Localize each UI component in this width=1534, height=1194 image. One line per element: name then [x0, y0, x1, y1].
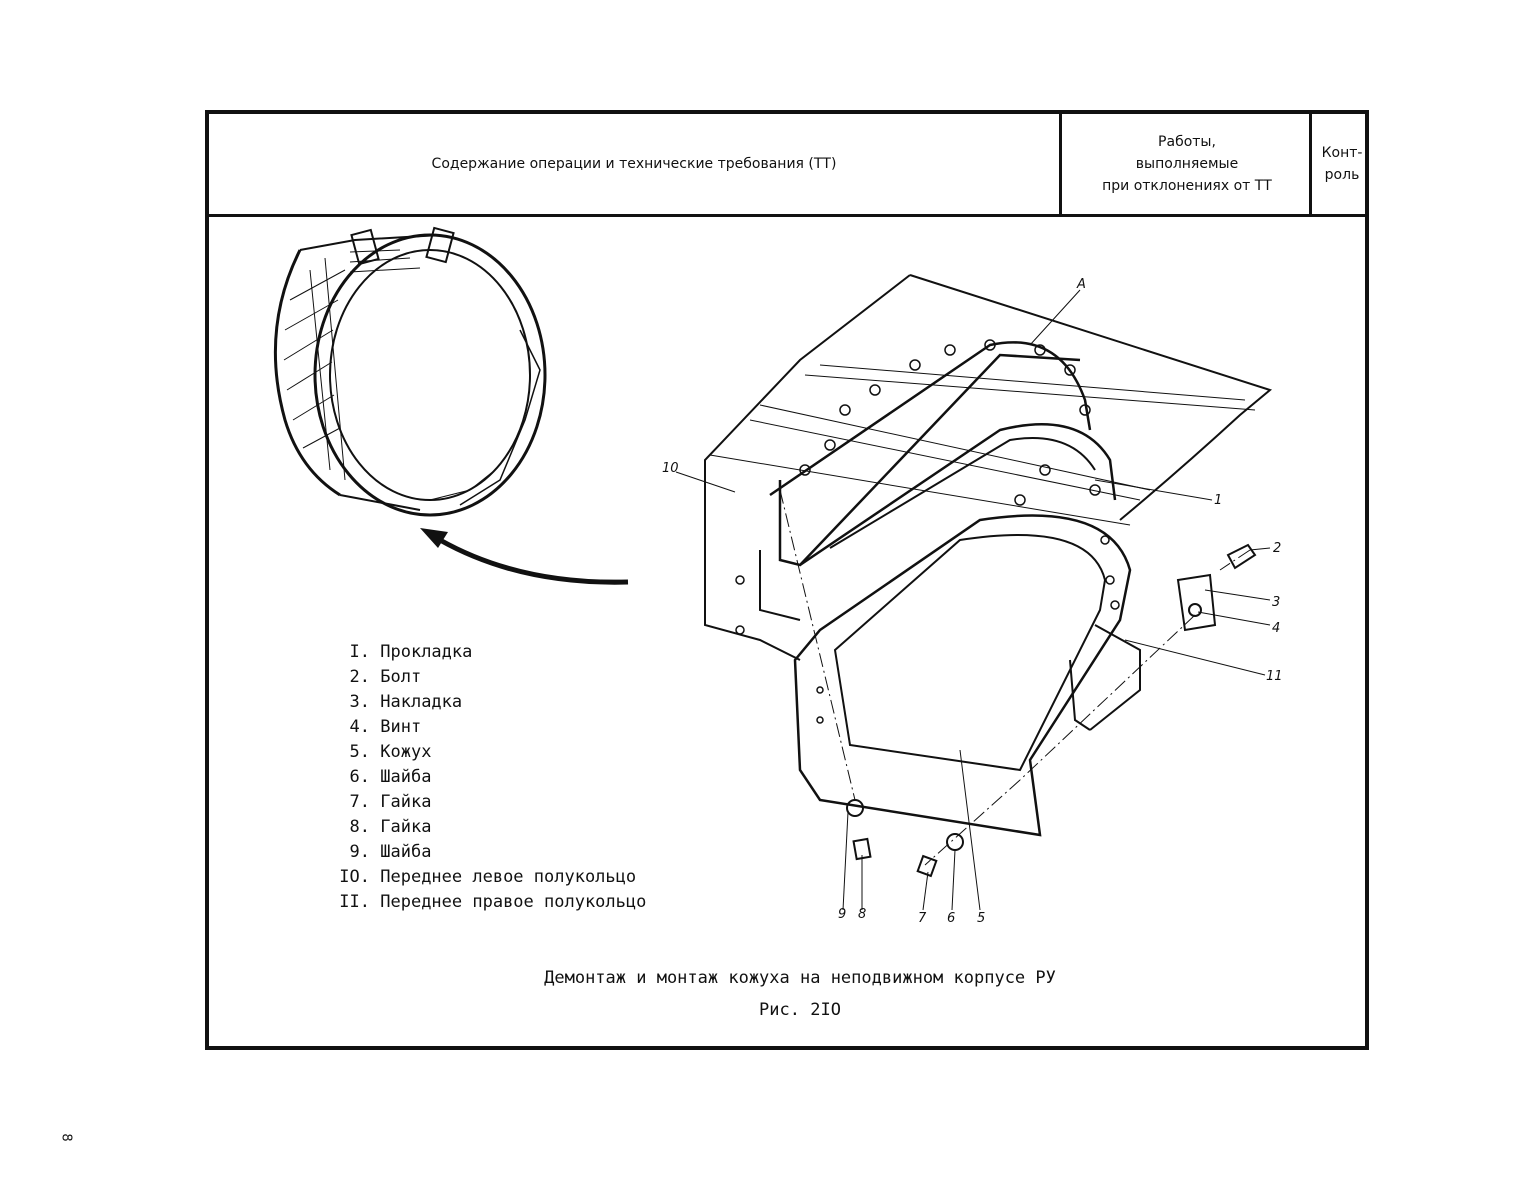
header-deviations-line: Работы,	[1158, 134, 1216, 150]
header-deviations-line: при отклонениях от ТТ	[1102, 178, 1272, 194]
callout-9: 9	[838, 907, 846, 922]
callout-11: 11	[1266, 669, 1283, 684]
assembly-drawing	[675, 274, 1273, 911]
detail-arrow	[438, 537, 629, 585]
callout-8: 8	[858, 907, 866, 922]
legend-item: 2. Болт	[349, 667, 422, 687]
header-deviations-column: Работы, выполняемые при отклонениях от Т…	[1059, 114, 1312, 214]
legend-item: 9. Шайба	[349, 842, 432, 862]
legend-item: II. Переднее правое полукольцо	[339, 892, 647, 912]
legend-item: 5. Кожух	[349, 742, 432, 762]
legend-item: 7. Гайка	[349, 792, 432, 812]
callout-a: A	[1076, 277, 1086, 292]
header-content-column: Содержание операции и технические требов…	[431, 156, 837, 172]
header-control-line: Конт-	[1321, 145, 1363, 161]
legend-item: IO. Переднее левое полукольцо	[339, 867, 637, 887]
legend-item: 6. Шайба	[349, 767, 432, 787]
legend-item: 4. Винт	[349, 717, 422, 737]
header-control-line: роль	[1324, 167, 1360, 183]
callout-2: 2	[1273, 541, 1281, 556]
form-frame: Содержание операции и технические требов…	[205, 110, 1369, 1050]
callout-5: 5	[977, 911, 985, 926]
figure-number: Рис. 2IO	[759, 1000, 841, 1020]
callout-10: 10	[662, 461, 679, 476]
detail-cylinder	[273, 226, 547, 517]
callout-7: 7	[918, 911, 927, 926]
parts-legend: I. Прокладка 2. Болт 3. Накладка 4. Винт…	[330, 640, 646, 915]
page-number: 8	[58, 1133, 74, 1142]
callout-6: 6	[947, 911, 955, 926]
callout-3: 3	[1272, 595, 1280, 610]
header-deviations-line: выполняемые	[1135, 156, 1239, 172]
legend-item: I. Прокладка	[349, 642, 473, 662]
table-header: Содержание операции и технические требов…	[209, 114, 1365, 217]
callout-1: 1	[1214, 493, 1222, 508]
figure-title: Демонтаж и монтаж кожуха на неподвижном …	[544, 968, 1056, 988]
header-control-column: Конт- роль	[1309, 114, 1372, 214]
legend-item: 8. Гайка	[349, 817, 432, 837]
legend-item: 3. Накладка	[349, 692, 463, 712]
callout-4: 4	[1272, 621, 1280, 636]
